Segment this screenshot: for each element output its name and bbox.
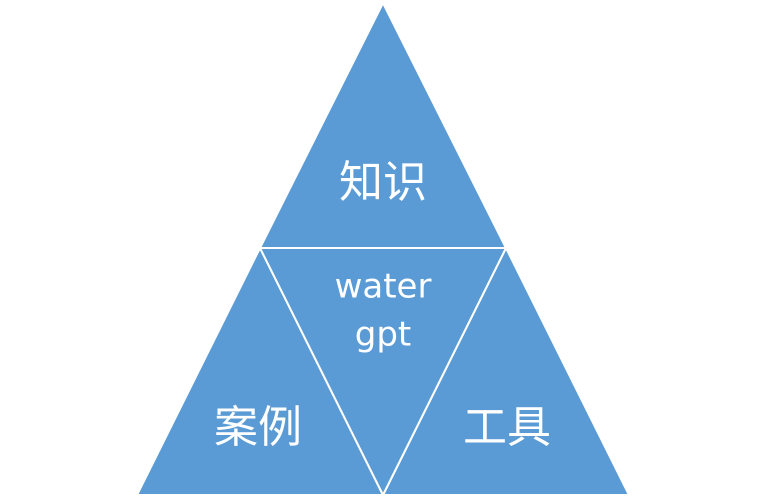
top-triangle (258, 0, 508, 249)
right-label: 工具 (463, 402, 551, 453)
center-inverted-triangle (258, 247, 508, 497)
center-label-line2: gpt (355, 315, 412, 355)
left-label: 案例 (214, 402, 302, 453)
center-label-line1: water (335, 267, 432, 307)
top-label: 知识 (339, 157, 427, 208)
